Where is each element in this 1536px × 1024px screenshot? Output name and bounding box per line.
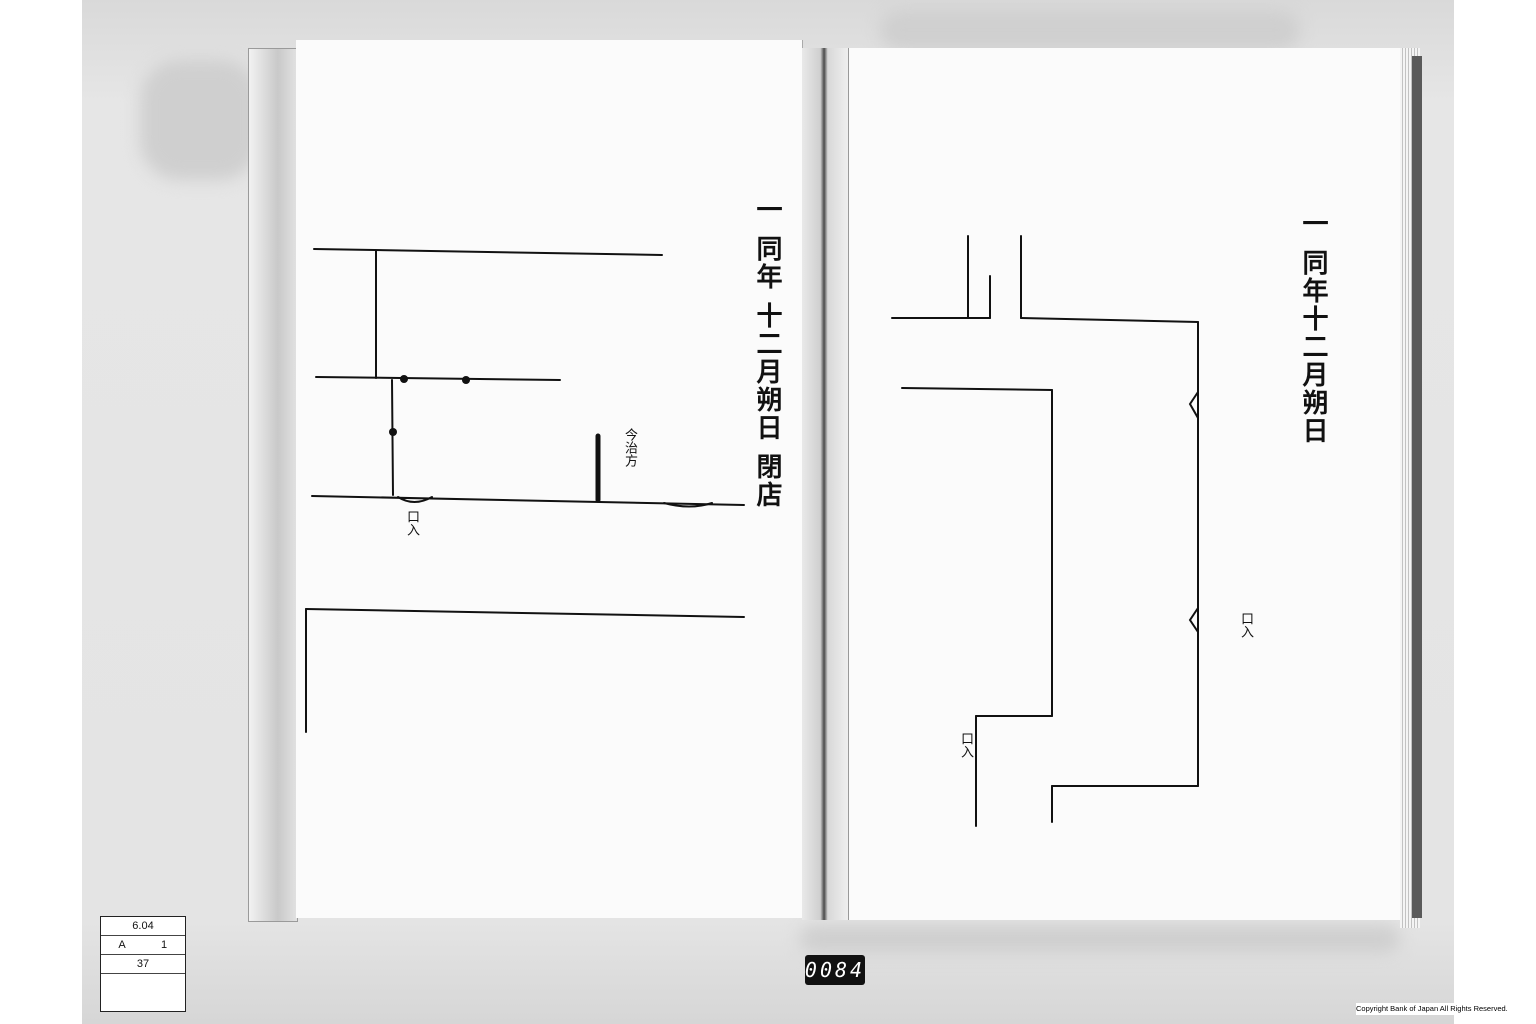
map-street-line [1020,317,1199,323]
right-page [848,48,1401,920]
archive-series-row: A 1 [101,936,185,955]
archive-series: A [118,939,126,951]
left-page [296,40,803,918]
book-cover-left [248,48,298,922]
map-gate-mark [1188,607,1199,633]
map-gate-mark [1188,391,1199,419]
right-page-heading-text: 一 同年十二月朔日 [1298,210,1328,446]
map-gate-mark [663,502,713,508]
scan-shadow [800,925,1400,953]
scan-shadow [880,10,1300,50]
map-label-house: 今治方 [622,428,637,467]
map-street-line [315,376,561,381]
archive-label-card: 6.04 A 1 37 [100,916,186,1012]
left-page-heading-text: 一 同年 十二月朔日 閉店 [752,196,782,510]
archive-code: 6.04 [101,917,185,936]
map-node-dot [462,376,470,384]
archive-blank-row [101,974,185,1010]
archive-volume: 1 [160,939,168,951]
book-gutter [802,48,848,920]
map-street-line [313,248,663,256]
map-node-dot [389,428,397,436]
map-node-dot [400,375,408,383]
map-street-line [391,379,394,496]
map-label-entrance: 口入 [404,510,419,536]
map-label-entrance: 口入 [1238,612,1253,638]
map-label-entrance: 口入 [958,732,973,758]
scan-shadow [140,60,260,180]
map-street-line [901,387,1053,391]
map-street-line [311,495,745,506]
map-gate-mark [397,496,433,503]
map-street-line [305,608,745,618]
cover-edge [1412,56,1422,918]
archive-item: 37 [101,955,185,974]
copyright-notice: Copyright Bank of Japan All Rights Reser… [1356,1003,1528,1015]
frame-counter: 0084 [805,955,865,985]
